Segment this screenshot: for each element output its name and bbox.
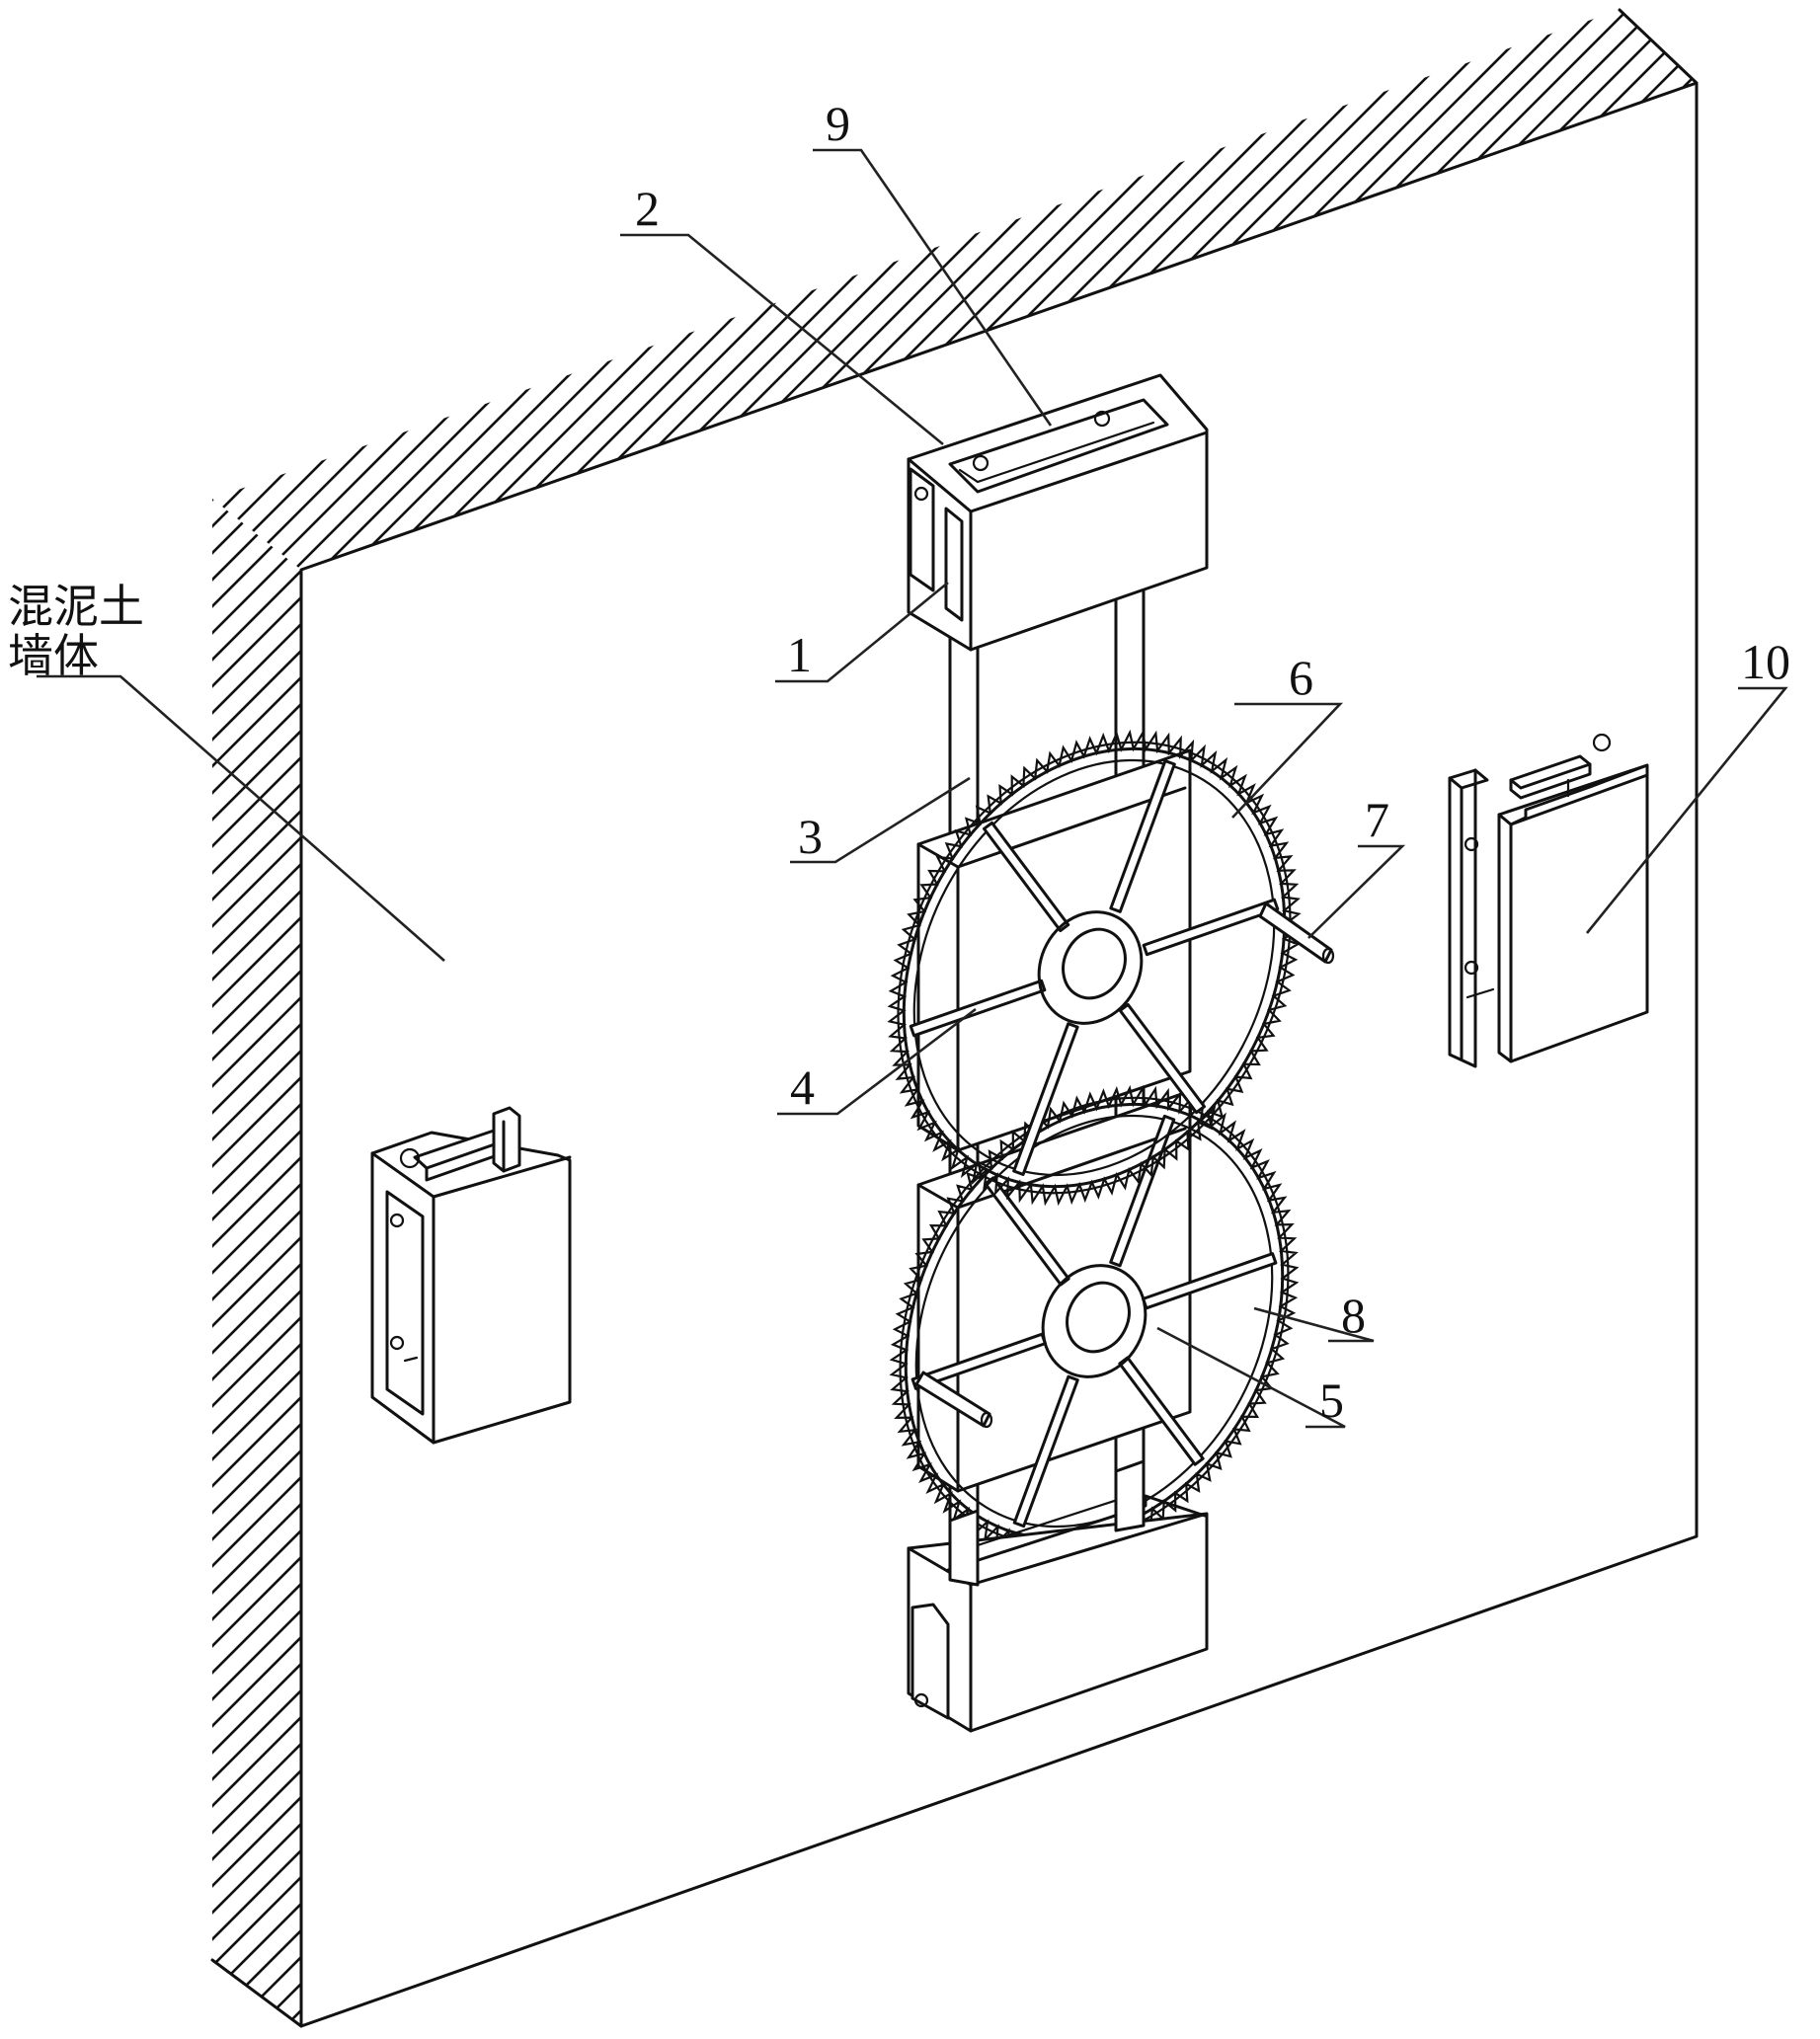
hatch-line	[212, 10, 252, 570]
leader-10	[1585, 686, 1788, 934]
wall-label-line1: 混泥土	[8, 580, 144, 633]
hatch-line	[212, 499, 229, 2026]
leader-2	[620, 233, 944, 446]
labels: 混泥土 墙体 1 2 3 4 5 6 7 8 9 10	[8, 96, 1790, 1428]
hatch-line	[212, 499, 256, 2026]
gear-teeth	[887, 729, 1302, 1207]
hatch-line	[212, 10, 465, 570]
leader-1	[775, 581, 949, 683]
wall-top-corner-edge	[1618, 8, 1699, 85]
hatch-line	[212, 10, 545, 570]
hatch-line	[212, 10, 358, 570]
lower-gear	[889, 1084, 1300, 1558]
hatch-line	[212, 10, 492, 570]
side-bracket-right	[1448, 733, 1649, 1068]
lower-handle	[914, 1371, 993, 1429]
wall-bottom-corner-edge	[210, 1958, 303, 2028]
hatch-line	[212, 499, 301, 2026]
upper-gear	[887, 729, 1335, 1207]
hatch-line	[212, 10, 412, 570]
gear-spoke	[909, 979, 1047, 1038]
upper-handle	[1258, 902, 1335, 965]
callout-1: 1	[787, 627, 812, 682]
hatch-line	[212, 10, 305, 570]
callout-8: 8	[1341, 1288, 1366, 1343]
wall-label-line2: 墙体	[8, 629, 99, 682]
leader-7	[1307, 844, 1406, 939]
leader-lines	[37, 148, 1788, 1429]
callout-4: 4	[790, 1059, 815, 1115]
hatch-line	[0, 484, 148, 2039]
hatch-line	[0, 0, 198, 592]
leader-8	[1253, 1306, 1375, 1343]
leader-5	[1156, 1326, 1346, 1429]
leader-6	[1231, 702, 1344, 819]
callout-7: 7	[1365, 792, 1389, 847]
gear-spoke	[1118, 1002, 1206, 1115]
leader-4	[777, 1007, 977, 1116]
gear-spoke	[1109, 759, 1176, 913]
leader-3	[790, 776, 971, 864]
hatch-line	[212, 10, 385, 570]
hatch-line	[212, 10, 278, 570]
hatch-line	[212, 499, 301, 2026]
hatch-line	[1684, 10, 1697, 570]
bottom-mount-block	[907, 1459, 1209, 1733]
hatch-line	[212, 499, 301, 2026]
callout-6: 6	[1289, 650, 1313, 705]
callout-10: 10	[1741, 634, 1790, 689]
callout-3: 3	[798, 809, 823, 864]
hatch-line	[212, 10, 225, 570]
hatch-line	[212, 499, 301, 2026]
leader-wall	[37, 674, 445, 962]
leader-9	[813, 148, 1053, 427]
hatch-line	[212, 499, 301, 2026]
hatch-line	[212, 499, 301, 2026]
hatch-line	[212, 10, 572, 570]
gear-spoke	[1012, 1022, 1079, 1176]
gear-tooth-root	[897, 741, 1292, 1195]
gear-spoke	[983, 821, 1070, 933]
gear-spoke	[1142, 898, 1280, 957]
hatch-line	[0, 484, 201, 2039]
top-mount-block	[907, 373, 1209, 652]
callout-5: 5	[1319, 1372, 1344, 1428]
hatch-line	[212, 499, 301, 2026]
hatch-line	[212, 499, 301, 2026]
side-bracket-left	[370, 1106, 572, 1445]
hatch-line	[212, 10, 438, 570]
hatch-line	[0, 484, 175, 2039]
wall-hatching-left	[0, 484, 301, 2039]
hatch-line	[1711, 0, 1820, 592]
callout-9: 9	[826, 96, 850, 151]
hatch-line	[212, 499, 301, 2026]
gear-spoke	[1012, 1374, 1079, 1529]
callout-2: 2	[635, 181, 660, 236]
